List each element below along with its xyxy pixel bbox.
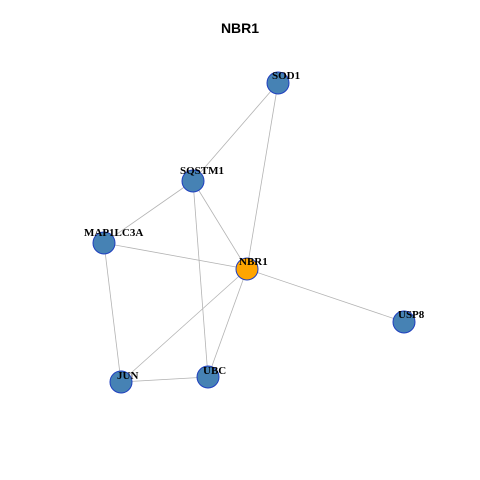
node-sqstm1 <box>181 169 205 193</box>
edge-sqstm1-nbr1 <box>192 180 248 270</box>
node-nbr1 <box>235 257 259 281</box>
edge-map1lc3a-jun <box>103 242 122 383</box>
diagram-title: NBR1 <box>220 20 260 36</box>
node-label-nbr1: NBR1 <box>239 256 268 268</box>
edge-nbr1-ubc <box>207 268 248 378</box>
node-usp8 <box>392 310 416 334</box>
node-map1lc3a <box>92 231 116 255</box>
edge-map1lc3a-nbr1 <box>103 242 248 270</box>
edge-nbr1-jun <box>120 268 248 383</box>
node-label-map1lc3a: MAP1LC3A <box>84 227 143 239</box>
node-label-usp8: USP8 <box>398 309 425 321</box>
node-label-sod1: SOD1 <box>272 70 300 82</box>
node-label-jun: JUN <box>117 370 138 382</box>
node-jun <box>109 370 133 394</box>
edge-sqstm1-ubc <box>192 180 209 378</box>
edge-sod1-nbr1 <box>246 82 279 270</box>
edge-sod1-sqstm1 <box>192 82 279 182</box>
edges-layer <box>103 82 405 383</box>
edge-sqstm1-map1lc3a <box>103 180 194 244</box>
edge-nbr1-usp8 <box>246 268 405 323</box>
edge-jun-ubc <box>120 376 209 383</box>
node-ubc <box>196 365 220 389</box>
node-sod1 <box>266 71 290 95</box>
nodes-layer <box>92 71 416 394</box>
node-label-ubc: UBC <box>203 365 226 377</box>
node-label-sqstm1: SQSTM1 <box>180 165 224 177</box>
